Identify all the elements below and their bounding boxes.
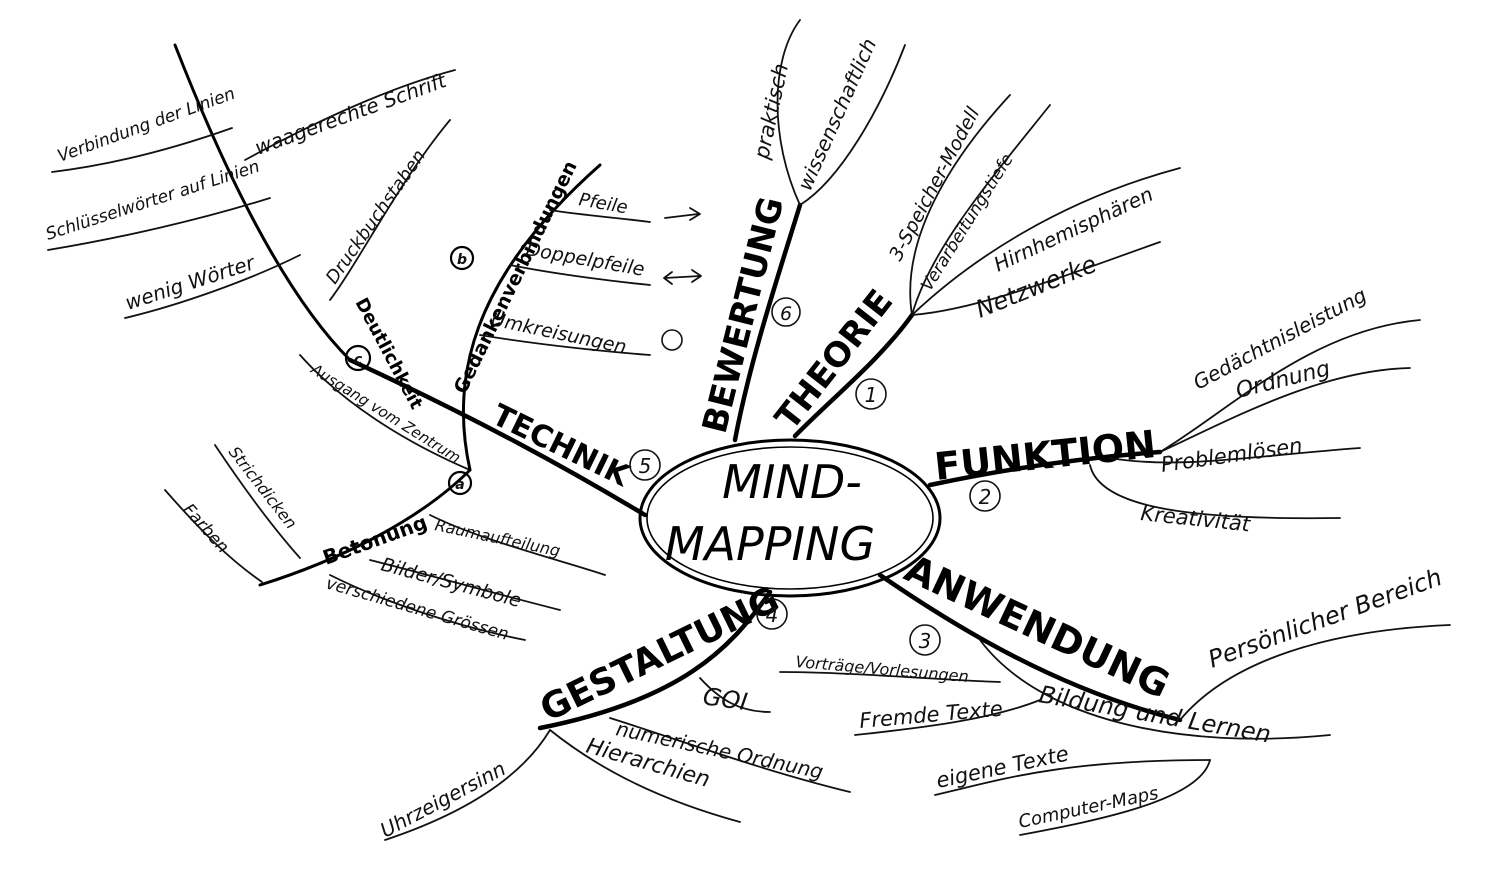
twig-line — [1089, 464, 1341, 520]
twig-line — [479, 334, 651, 356]
twig-line — [369, 559, 561, 611]
branch-line-bewertung — [732, 202, 803, 443]
arrow-icon — [664, 207, 701, 221]
twig-line — [779, 671, 1001, 683]
item-doppelpfeile: Doppelpfeile — [524, 238, 646, 281]
twig-line — [1159, 367, 1411, 453]
twig-line — [164, 489, 263, 583]
branch-number-circle — [629, 449, 661, 481]
item-eigene-texte: eigene Texte — [934, 741, 1071, 792]
twig-line — [244, 69, 456, 161]
circle-icon — [661, 329, 683, 351]
item-computer-maps: Computer-Maps — [1017, 783, 1161, 833]
twig-line — [1159, 319, 1421, 453]
branch-label-technik: TECHNIK — [486, 398, 636, 495]
center-node: MIND- MAPPING — [638, 438, 942, 598]
item-waagerechte-schrift: waagerechte Schrift — [252, 68, 451, 160]
branch-number-circle — [771, 297, 801, 327]
branch-funktion: FUNKTION 2 Gedächtnisleistung Ordnung Pr… — [927, 283, 1421, 537]
branch-number-technik: 5 — [639, 454, 652, 478]
branch-label-gestaltung: GESTALTUNG — [534, 579, 786, 730]
branch-label-funktion: FUNKTION — [932, 422, 1158, 489]
sub-branch-label-gedankenverbindungen: Gedankenverbindungen — [450, 158, 582, 398]
branch-number-bewertung: 6 — [780, 303, 792, 325]
twig-line — [214, 444, 301, 559]
twig-line — [979, 639, 1331, 740]
item-problemloesen: Problemlösen — [1159, 433, 1303, 477]
twig-line — [1179, 624, 1451, 721]
branch-number-anwendung: 3 — [919, 629, 932, 653]
twig-line — [1109, 447, 1361, 464]
item-druckbuchstaben: Druckbuchstaben — [322, 146, 430, 288]
branch-number-circle — [855, 378, 887, 410]
branch-number-circle — [969, 480, 1001, 512]
branch-line-anwendung — [877, 572, 1183, 723]
sub-marker-gedankenverbindungen: b — [457, 252, 467, 268]
item-farben: Farben — [178, 500, 232, 557]
branch-technik: TECHNIK 5 Ausgang vom Zentrum Betonung a… — [43, 43, 702, 645]
twig-line — [124, 254, 301, 319]
twig-line — [911, 241, 1161, 316]
branch-number-circle — [756, 598, 788, 630]
twig-line — [909, 94, 1011, 316]
sub-marker-circle — [344, 344, 372, 372]
branch-number-funktion: 2 — [979, 485, 992, 509]
item-persoenlicher-bereich: Persönlicher Bereich — [1204, 563, 1445, 674]
branch-line-funktion — [927, 449, 1163, 488]
twig-line — [911, 104, 1051, 316]
branch-line-technik — [347, 357, 648, 518]
sub-branch-line-deutlichkeit — [173, 43, 352, 362]
item-praktisch: praktisch — [749, 61, 793, 162]
twig-line — [549, 209, 651, 223]
branch-number-gestaltung: 4 — [766, 603, 779, 627]
twig-line — [549, 729, 741, 823]
double-arrow-icon — [663, 269, 702, 285]
sub-marker-deutlichkeit: c — [354, 352, 363, 368]
branch-number-circle — [909, 624, 941, 656]
twig-line — [509, 264, 651, 286]
item-raumaufteilung: Raumaufteilung — [433, 515, 562, 560]
branch-anwendung: ANWENDUNG 3 Persönlicher Bereich Bildung… — [779, 546, 1451, 836]
branch-line-gestaltung — [537, 589, 773, 731]
twig-line — [384, 729, 551, 841]
twig-line — [429, 514, 606, 576]
twig-line — [799, 44, 906, 206]
item-strichdicken: Strichdicken — [225, 443, 301, 533]
twig-line — [329, 119, 451, 301]
twig-line — [47, 197, 271, 251]
branch-line-theorie — [792, 312, 915, 439]
sub-marker-circle — [449, 245, 475, 271]
twig-line — [1019, 759, 1211, 836]
item-netzwerke: Netzwerke — [972, 250, 1101, 324]
twig-line — [934, 759, 1211, 796]
twig-line — [911, 167, 1181, 316]
item-kreativitaet: Kreativität — [1139, 501, 1252, 536]
twig-line — [776, 19, 801, 206]
item-3-speicher-modell: 3-Speicher-Modell — [885, 103, 985, 264]
center-title-line2: MAPPING — [665, 517, 875, 571]
item-schluesselwoerter: Schlüsselwörter auf Linien — [43, 157, 262, 245]
item-goi: GOI — [701, 682, 749, 716]
twig-line — [854, 699, 1041, 736]
sub-marker-circle — [447, 470, 473, 496]
branch-number-theorie: 1 — [865, 383, 878, 407]
twig-line — [299, 354, 471, 471]
twig-line — [329, 574, 526, 641]
item-vortraege: Vorträge/Vorlesungen — [795, 652, 970, 686]
item-umkreisungen: Umkreisungen — [489, 308, 629, 358]
center-title-line1: MIND- — [722, 455, 862, 509]
item-fremde-texte: Fremde Texte — [858, 697, 1003, 733]
twig-line — [51, 127, 233, 173]
twig-line — [699, 677, 771, 713]
twig-line — [609, 717, 851, 793]
item-uhrzeigersinn: Uhrzeigersinn — [376, 756, 510, 842]
sub-marker-betonung: a — [455, 477, 464, 493]
